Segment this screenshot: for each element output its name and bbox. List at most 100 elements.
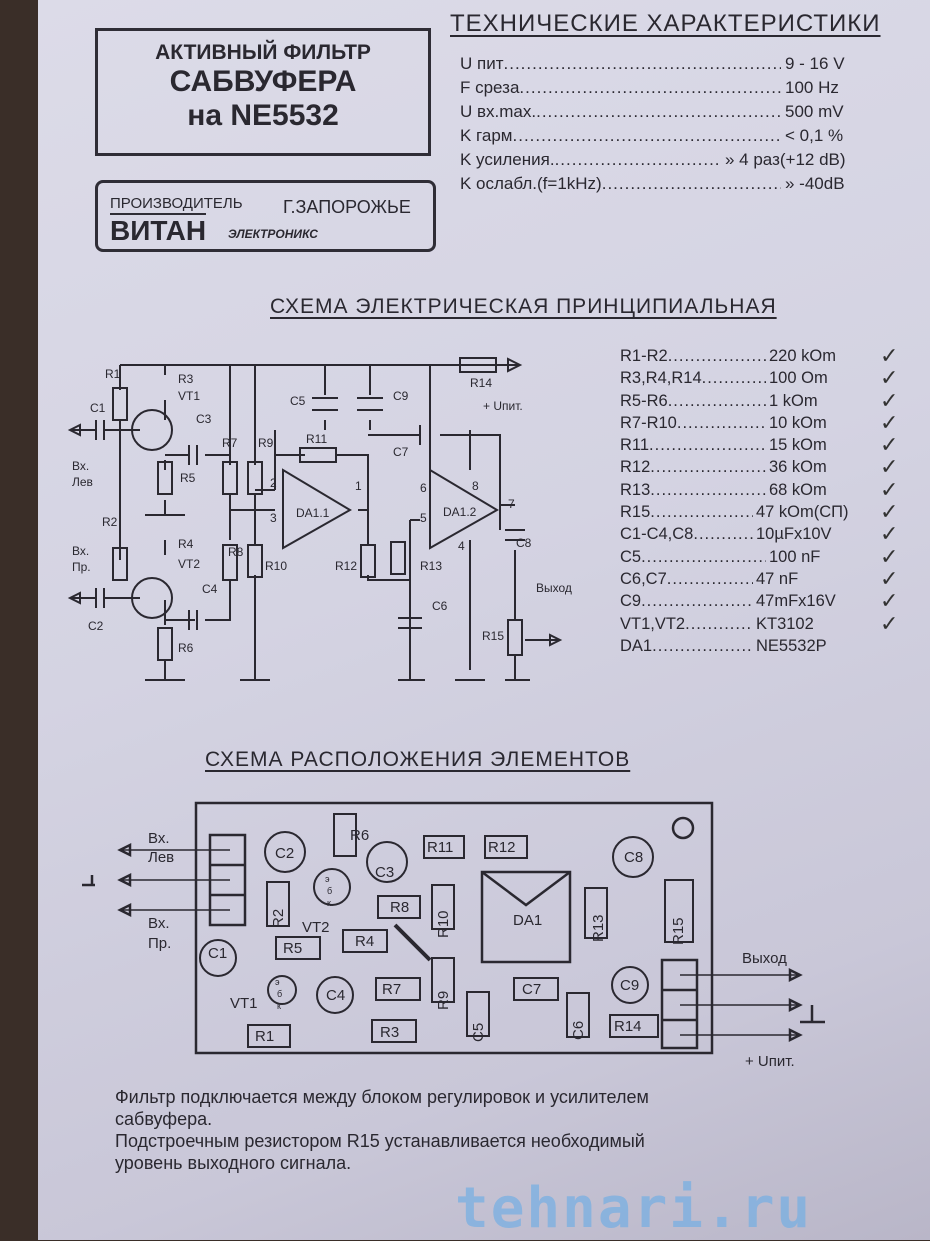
component-outline (566, 992, 590, 1038)
schematic-heading: СХЕМА ЭЛЕКТРИЧЕСКАЯ ПРИНЦИПИАЛЬНАЯ (270, 295, 777, 318)
drawing-label: C5 (470, 1023, 487, 1042)
part-value: 47 kOm(СП) (756, 503, 849, 522)
drawing-label: э (275, 977, 280, 987)
leader-dots (641, 590, 753, 612)
drawing-label: C4 (326, 987, 345, 1004)
leader-dots (677, 412, 766, 434)
part-ref: R5-R6 (620, 391, 668, 410)
schematic-wires (67, 357, 563, 681)
drawing-label: C5 (290, 394, 306, 408)
component-outline (266, 881, 290, 927)
component-outline (431, 957, 455, 1003)
drawing-label: C2 (88, 619, 104, 633)
component-outline (423, 835, 465, 859)
drawing-label: Вх. (148, 830, 170, 847)
leader-dots (650, 479, 766, 501)
check-mark-icon: ✓ (880, 365, 899, 391)
drawing-label: R10 (435, 910, 452, 938)
component-outline (275, 936, 321, 960)
part-value: 10 kOm (769, 413, 827, 432)
drawing-label: R1 (255, 1028, 274, 1045)
part-ref: R15 (620, 503, 651, 522)
component-outline (264, 831, 306, 873)
component-outline (375, 977, 421, 1001)
spec-name: U вх.max. (460, 102, 537, 121)
part-value: 220 kOm (769, 347, 836, 365)
drawing-label: Выход (742, 950, 787, 967)
footer-line2: сабвуфера. (115, 1109, 213, 1129)
part-ref: C5 (620, 547, 642, 566)
component-outline (609, 1014, 659, 1038)
part-row: DA1NE5532P (620, 635, 900, 657)
part-row: VT1,VT2KT3102✓ (620, 612, 900, 635)
drawing-label: 8 (472, 479, 479, 493)
drawing-label: Пр. (148, 935, 171, 952)
leader-dots (652, 635, 753, 657)
drawing-label: Вх. (148, 915, 170, 932)
title-line2: САБВУФЕРА (169, 65, 357, 98)
drawing-label: C6 (432, 599, 448, 613)
drawing-label: C1 (208, 945, 227, 962)
drawing-label: + Uпит. (483, 399, 523, 413)
component-outline (267, 975, 297, 1005)
drawing-label: б (327, 886, 332, 896)
check-mark-icon: ✓ (880, 454, 899, 480)
drawing-label: R8 (390, 899, 409, 916)
spec-row: F среза 100 Hz (460, 76, 900, 100)
part-ref: R12 (620, 458, 651, 477)
maker-city: Г.ЗАПОРОЖЬЕ (283, 197, 411, 217)
title-box: АКТИВНЫЙ ФИЛЬТР САБВУФЕРА на NE5532 (95, 28, 431, 156)
part-value: 36 kOm (769, 458, 827, 477)
spec-row: U вх.max. 500 mV (460, 100, 900, 124)
part-value: 100 nF (769, 547, 821, 566)
spec-name: F среза (460, 78, 520, 97)
drawing-label: C6 (570, 1021, 587, 1040)
spec-value: < 0,1 % (785, 126, 844, 145)
drawing-label: C9 (393, 389, 409, 403)
part-value: 1 kOm (769, 391, 818, 410)
component-outline (513, 977, 559, 1001)
drawing-label: C1 (90, 401, 106, 415)
part-value: 100 Om (769, 369, 828, 388)
drawing-label: C8 (516, 536, 532, 550)
drawing-label: R8 (228, 545, 244, 559)
spec-row: K усиления.» 4 раз(+12 dB) (460, 148, 900, 172)
maker-brand: ВИТАН (110, 213, 207, 246)
leader-dots (702, 367, 766, 389)
leader-dots (641, 546, 766, 568)
drawing-label: R6 (178, 641, 194, 655)
leader-dots (650, 456, 766, 478)
drawing-label: R9 (258, 436, 274, 450)
check-mark-icon: ✓ (880, 387, 899, 413)
component-outline (316, 976, 354, 1014)
drawing-label: R4 (178, 537, 194, 551)
component-outline (377, 895, 421, 919)
drawing-label: 4 (458, 539, 465, 553)
check-mark-icon: ✓ (880, 343, 899, 368)
check-mark-icon: ✓ (880, 499, 899, 525)
drawing-label: Лев (148, 849, 174, 866)
drawing-label: R7 (382, 981, 401, 998)
component-outline (664, 879, 694, 943)
drawing-label: э (325, 874, 330, 884)
drawing-label: C3 (375, 864, 394, 881)
component-outline (366, 841, 408, 883)
part-value: NE5532P (756, 636, 827, 655)
drawing-label: DA1.2 (443, 505, 477, 519)
part-value: 47mFx16V (756, 592, 836, 611)
drawing-label: R5 (180, 471, 196, 485)
drawing-label: R6 (350, 827, 369, 844)
component-outline (431, 884, 455, 930)
drawing-label: C8 (624, 849, 643, 866)
check-mark-icon: ✓ (880, 521, 899, 547)
component-outline (199, 939, 237, 977)
part-row: R1368 kOm✓ (620, 478, 900, 501)
spec-value: 500 mV (785, 102, 844, 121)
leader-dots (685, 613, 753, 635)
title-line1: АКТИВНЫЙ ФИЛЬТР (155, 41, 371, 64)
leader-dots (693, 523, 753, 545)
part-ref: R1-R2 (620, 347, 668, 365)
part-ref: R13 (620, 480, 651, 499)
spec-value: 100 Hz (785, 78, 839, 97)
